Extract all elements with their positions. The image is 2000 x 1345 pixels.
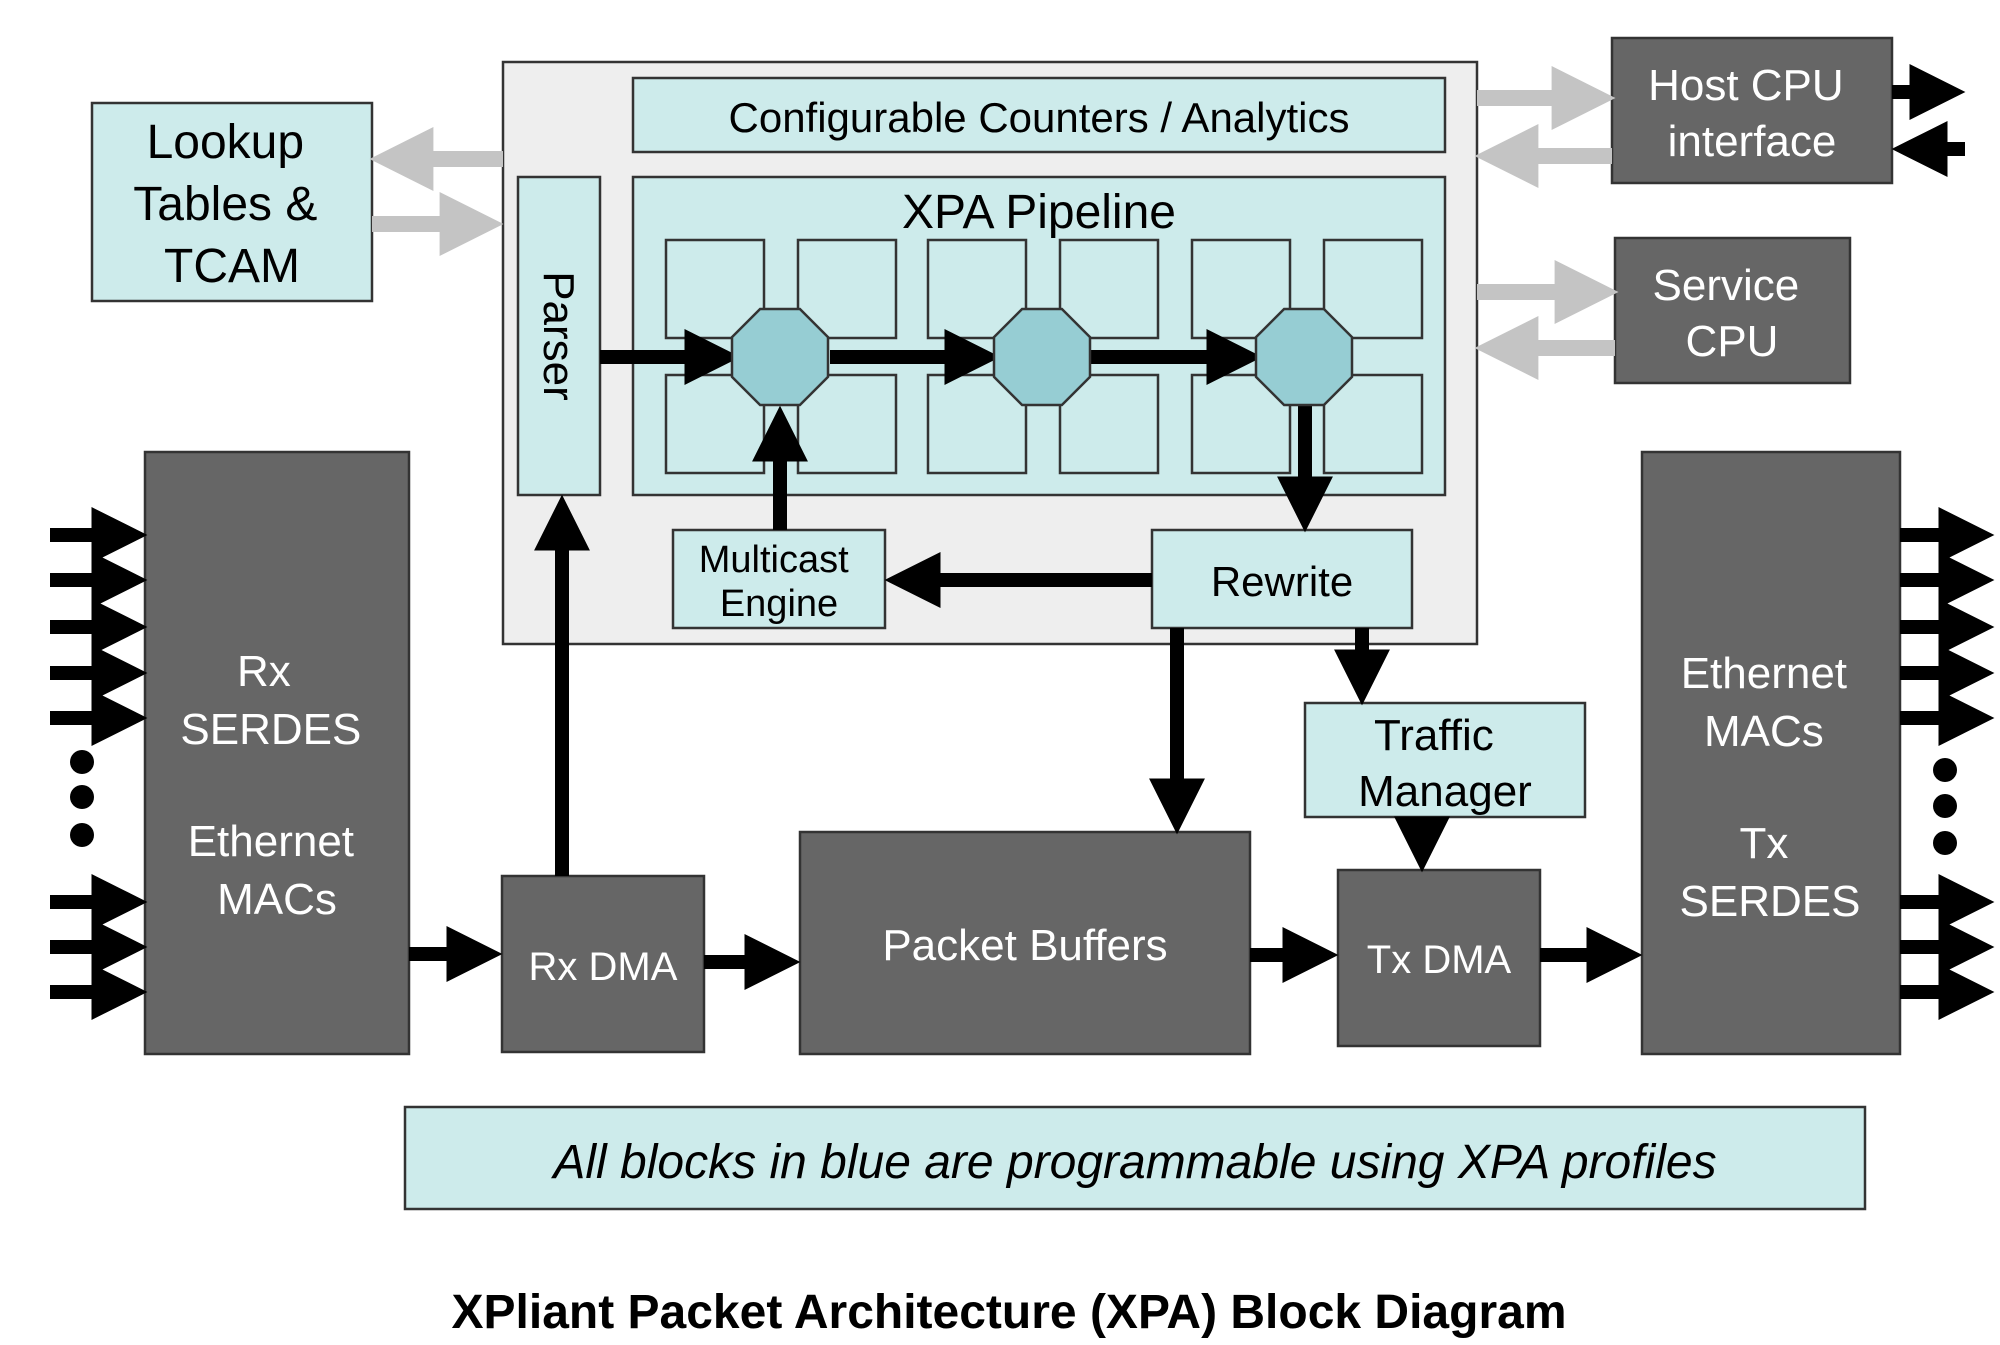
host-cpu-label: Host CPU interface [1648,61,1856,166]
rewrite-label: Rewrite [1211,558,1353,605]
lookup-line1: Lookup [147,116,304,169]
pipeline-stage-3 [1254,307,1354,407]
service-cpu-label: Service CPU [1653,261,1812,366]
pipeline-title: XPA Pipeline [902,186,1176,239]
tx-dma-block [1336,868,1542,1048]
multicast-engine-block [671,528,887,630]
service-cpu-line1: Service [1653,261,1800,310]
rx-serdes-line3: Ethernet [188,817,354,866]
service-cpu-block [1613,236,1852,385]
rx-ellipsis-dots [70,750,94,847]
tx-dot-3 [1933,831,1957,855]
service-cpu-line2: CPU [1686,317,1779,366]
pipeline-stage-2 [992,307,1092,407]
rx-serdes-line4: MACs [217,875,337,924]
rx-serdes-block [143,450,411,1056]
multicast-label: Multicast Engine [699,539,859,625]
rx-dma-block [500,874,706,1054]
tx-ellipsis-dots [1933,758,1957,855]
lookup-tables-block [90,101,374,303]
tx-serdes-line4: SERDES [1680,877,1861,926]
lookup-tables-label: Lookup Tables & TCAM [133,116,330,293]
pipeline-stage-1 [730,307,830,407]
gray-arrows [369,66,1619,380]
host-cpu-line2: interface [1668,117,1837,166]
pipeline-cell-6 [1322,238,1424,340]
tx-dma-label: Tx DMA [1367,938,1512,982]
rx-serdes-label: Rx SERDES Ethernet MACs [180,647,373,924]
parser-block [516,175,602,497]
tx-port-arrows [1900,507,1995,1020]
rx-serdes-line1: Rx [237,647,291,696]
tx-serdes-line1: Ethernet [1681,649,1847,698]
lookup-line3: TCAM [164,240,300,293]
tx-dot-1 [1933,758,1957,782]
traffic-manager-line2: Manager [1358,767,1532,816]
tx-dot-2 [1933,794,1957,818]
tx-serdes-line2: MACs [1704,707,1824,756]
multicast-label-line1: Multicast [699,539,849,581]
pipeline-stages [730,307,1354,407]
rx-dot-2 [70,785,94,809]
rx-dot-1 [70,750,94,774]
counters-analytics-block [631,76,1447,154]
traffic-manager-line1: Traffic [1374,711,1494,760]
multicast-label-line2: Engine [720,583,838,625]
packet-buffers-block [798,830,1252,1056]
traffic-manager-label: Traffic Manager [1358,711,1532,816]
tx-serdes-label: Ethernet MACs Tx SERDES [1680,649,1861,926]
tx-serdes-block [1640,450,1902,1056]
rx-port-arrows [50,507,148,1020]
black-arrows [409,64,1966,990]
parser-label: Parser [534,271,583,401]
tx-serdes-line3: Tx [1739,819,1788,868]
rx-dot-3 [70,823,94,847]
counters-label: Configurable Counters / Analytics [729,94,1350,141]
packet-buffers-label: Packet Buffers [882,921,1167,970]
pipeline-cell-12 [1322,373,1424,475]
rx-serdes-line2: SERDES [180,705,361,754]
programmable-note-box [403,1105,1867,1211]
programmable-note: All blocks in blue are programmable usin… [550,1136,1716,1189]
diagram-caption: XPliant Packet Architecture (XPA) Block … [451,1286,1566,1339]
host-cpu-line1: Host CPU [1648,61,1844,110]
lookup-line2: Tables & [133,178,317,231]
traffic-manager-block [1303,701,1587,819]
rx-dma-label: Rx DMA [529,945,678,989]
